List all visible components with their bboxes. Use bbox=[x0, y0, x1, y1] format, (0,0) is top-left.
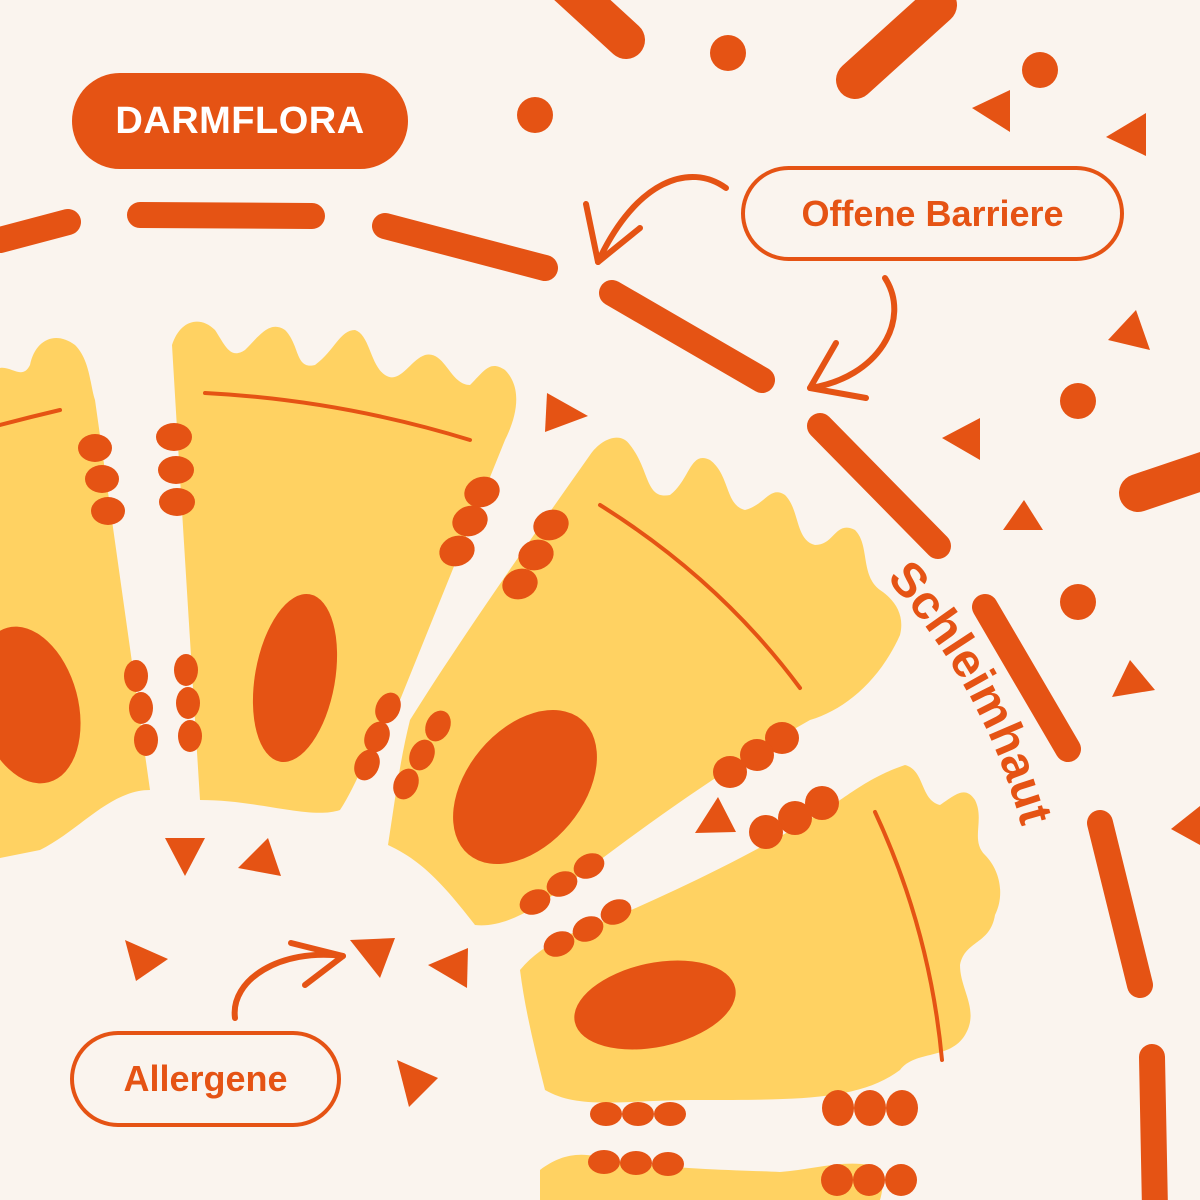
tight-junctions bbox=[78, 423, 918, 1196]
dot-particle-icon bbox=[1060, 383, 1096, 419]
allergene-label: Allergene bbox=[70, 1031, 341, 1127]
triangle-particle-icon bbox=[1108, 310, 1150, 350]
triangle-particle-icon bbox=[1003, 500, 1043, 530]
curved-arrow-icon bbox=[807, 275, 898, 401]
dot-particle-icon bbox=[710, 35, 746, 71]
mucus-barrier-arc bbox=[0, 202, 1168, 1200]
triangle-particle-icon bbox=[695, 797, 736, 833]
dot-particle-icon bbox=[1022, 52, 1058, 88]
dot-particles bbox=[517, 35, 1096, 620]
dot-particle-icon bbox=[1060, 584, 1096, 620]
darmflora-label: DARMFLORA bbox=[72, 73, 408, 169]
annotation-arrows bbox=[231, 173, 898, 1021]
offene-barriere-label: Offene Barriere bbox=[741, 166, 1124, 261]
dot-particle-icon bbox=[517, 97, 553, 133]
triangle-particle-icon bbox=[972, 90, 1010, 132]
curved-arrow-icon bbox=[231, 940, 346, 1021]
triangle-particle-icon bbox=[125, 940, 168, 981]
nucleus-1 bbox=[0, 626, 81, 784]
triangle-particle-icon bbox=[1112, 660, 1155, 697]
triangle-particle-icon bbox=[397, 1060, 438, 1107]
cell-nuclei bbox=[0, 594, 736, 1050]
triangle-particle-icon bbox=[350, 938, 395, 978]
triangle-particle-icon bbox=[238, 838, 281, 876]
triangle-particle-icon bbox=[942, 418, 980, 460]
nucleus-4 bbox=[574, 960, 736, 1050]
cell-1 bbox=[0, 337, 150, 858]
triangle-particle-icon bbox=[165, 838, 205, 876]
triangle-particles bbox=[125, 90, 1200, 1107]
cell-membrane-lines bbox=[0, 391, 944, 1062]
triangle-particle-icon bbox=[428, 948, 468, 988]
triangle-particle-icon bbox=[545, 393, 588, 432]
nucleus-2 bbox=[252, 594, 338, 762]
triangle-particle-icon bbox=[1171, 806, 1200, 845]
triangle-particle-icon bbox=[1106, 113, 1146, 156]
nucleus-3 bbox=[453, 709, 597, 865]
curved-arrow-icon bbox=[583, 173, 729, 265]
